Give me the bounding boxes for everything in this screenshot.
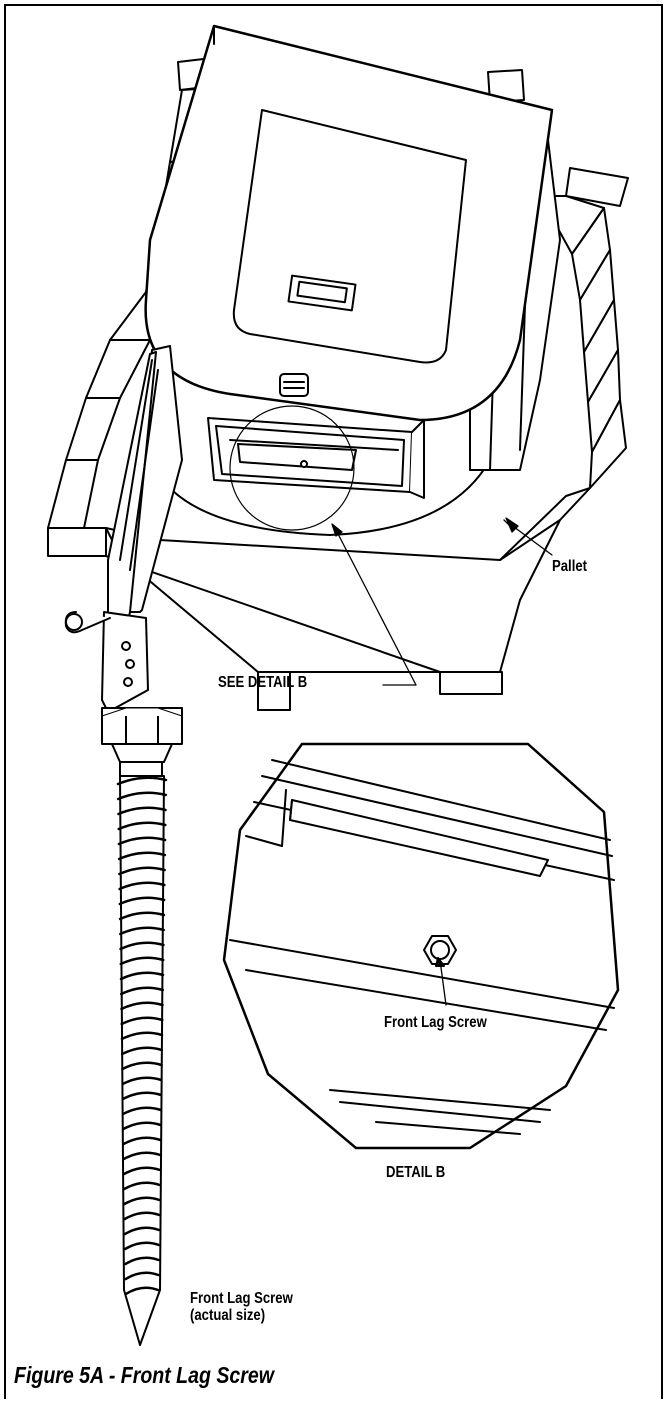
- detail-b-title: DETAIL B: [386, 1164, 446, 1181]
- screw-thread: [121, 1061, 163, 1071]
- screw-caption-line2: (actual size): [190, 1307, 266, 1324]
- screw-thread: [117, 851, 167, 861]
- screw-thread: [117, 821, 167, 831]
- front-lag-screw-detail-label: Front Lag Screw: [384, 1014, 487, 1031]
- screw-thread: [117, 806, 167, 816]
- screw-thread: [120, 1016, 164, 1026]
- screw-thread: [123, 1196, 161, 1206]
- screw-thread: [119, 956, 165, 966]
- screw-thread: [124, 1256, 160, 1266]
- open-door: [64, 345, 183, 713]
- pallet-label: Pallet: [552, 558, 588, 575]
- screw-thread: [116, 776, 168, 786]
- lag-screw: [101, 707, 183, 1346]
- screw-thread: [120, 1046, 164, 1056]
- screw-thread: [123, 1226, 161, 1236]
- screw-thread: [120, 1031, 164, 1041]
- screw-thread: [120, 1001, 164, 1011]
- screw-thread: [118, 866, 166, 876]
- screw-thread: [122, 1136, 162, 1146]
- screw-thread: [122, 1166, 162, 1176]
- screw-thread: [119, 941, 165, 951]
- screw-thread: [124, 1286, 160, 1296]
- screw-thread: [118, 881, 166, 891]
- screw-thread: [124, 1271, 160, 1281]
- screw-thread: [117, 836, 167, 846]
- screw-thread: [122, 1121, 162, 1131]
- leader-lines: [331, 517, 553, 686]
- screw-thread: [120, 986, 164, 996]
- detail-b-view: [222, 742, 620, 1150]
- screw-thread: [123, 1181, 161, 1191]
- screw-thread: [119, 926, 165, 936]
- screw-thread: [118, 896, 166, 906]
- stove-body: [144, 24, 561, 536]
- screw-thread: [121, 1091, 163, 1101]
- screw-thread: [118, 911, 166, 921]
- figure-caption: Figure 5A - Front Lag Screw: [14, 1362, 274, 1388]
- detail-b-callout-circle: [229, 405, 355, 531]
- screw-thread: [123, 1211, 161, 1221]
- screw-thread: [116, 791, 168, 801]
- figure-frame: [4, 4, 663, 1399]
- screw-thread: [119, 971, 165, 981]
- screw-thread: [121, 1106, 163, 1116]
- screw-thread: [123, 1241, 161, 1251]
- screw-thread: [122, 1151, 162, 1161]
- screw-caption-line1: Front Lag Screw: [190, 1290, 293, 1307]
- screw-thread: [121, 1076, 163, 1086]
- see-detail-b-label: SEE DETAIL B: [218, 674, 308, 691]
